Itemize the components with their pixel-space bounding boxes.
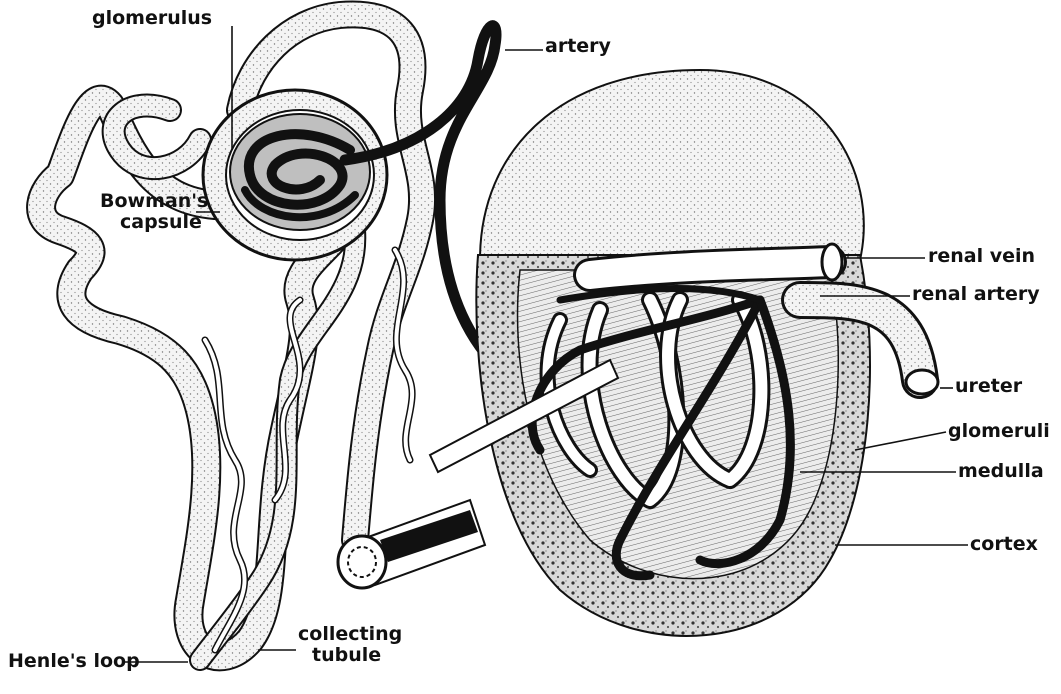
label-henles-loop: Henle's loop (8, 650, 140, 672)
label-bowmans-capsule-line2: capsule (120, 211, 202, 233)
label-bowmans-capsule-line1: Bowman's (100, 190, 208, 212)
label-medulla: medulla (958, 460, 1044, 482)
label-cortex: cortex (970, 533, 1038, 555)
leader-glomeruli (855, 432, 946, 450)
nephron (41, 14, 485, 660)
label-collecting-tubule-line1: collecting (298, 623, 402, 645)
label-renal-artery: renal artery (912, 283, 1040, 305)
label-collecting-tubule-line2: tubule (312, 644, 381, 666)
label-ureter: ureter (955, 375, 1023, 397)
label-glomerulus: glomerulus (92, 7, 212, 29)
label-artery: artery (545, 35, 612, 57)
label-glomeruli: glomeruli (948, 420, 1050, 442)
kidney (430, 70, 938, 636)
label-renal-vein: renal vein (928, 245, 1035, 267)
glomerulus (230, 114, 370, 230)
